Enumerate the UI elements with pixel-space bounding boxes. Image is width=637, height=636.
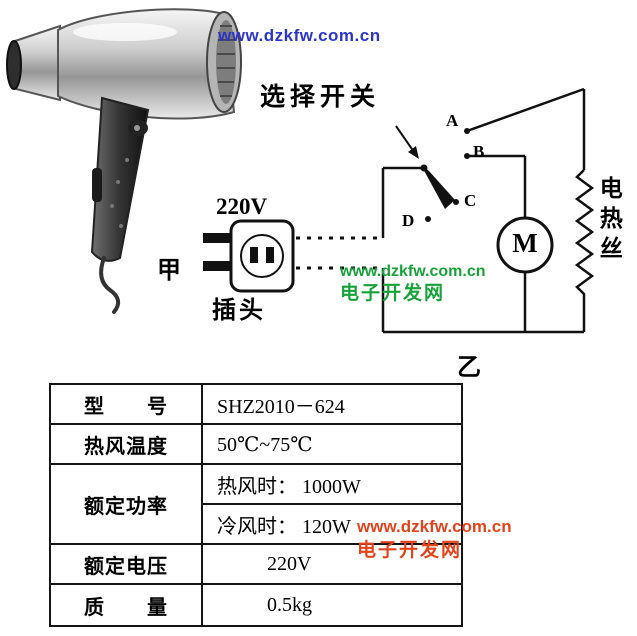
- spec-label-mass: 质 量: [49, 583, 203, 627]
- heating-wire-label: 电热丝: [596, 176, 622, 266]
- contact-label-a: A: [446, 111, 459, 130]
- switch-pivot: [420, 164, 428, 172]
- selector-arrow: [395, 125, 419, 159]
- spec-table: 型 号 SHZ2010－624 热风温度 50℃~75℃ 额定功率 热风时： 1…: [49, 383, 463, 627]
- contact-b-dot: [464, 153, 470, 159]
- table-row-voltage: 额定电压 220V: [49, 543, 463, 585]
- table-row-power-hot: 额定功率 热风时： 1000W: [49, 463, 463, 545]
- selector-switch-label: 选择开关: [260, 84, 381, 111]
- motor-label: M: [512, 228, 538, 258]
- motor-symbol: [496, 216, 554, 274]
- dryer-switch-slider: [92, 168, 102, 202]
- spec-label-power: 额定功率: [49, 463, 203, 545]
- circuit-wires: [381, 87, 595, 334]
- rear-grille: [216, 20, 236, 104]
- table-row-temperature: 热风温度 50℃~75℃: [49, 423, 463, 465]
- contact-d-dot: [425, 216, 431, 222]
- spec-label-model: 型 号: [49, 383, 203, 425]
- spec-value-mass: 0.5kg: [201, 583, 463, 627]
- table-row-model: 型 号 SHZ2010－624: [49, 383, 463, 425]
- contact-label-b: B: [473, 142, 485, 161]
- table-row-power-cold: 冷风时： 120W: [50, 503, 463, 545]
- plug-symbol: [203, 219, 295, 293]
- table-row-mass: 质 量 0.5kg: [49, 583, 463, 627]
- dryer-cord: [99, 256, 121, 314]
- dryer-handle: [90, 96, 150, 262]
- plug-pin-top: [203, 233, 233, 243]
- diagram-artwork: [6, 8, 595, 334]
- spec-value-model: SHZ2010－624: [201, 383, 463, 425]
- nozzle-opening: [6, 40, 22, 90]
- contact-c-dot: [453, 199, 459, 205]
- contact-a-dot: [464, 128, 470, 134]
- figure-b-label: 乙: [457, 355, 481, 381]
- contact-label-c: C: [464, 191, 477, 210]
- dashed-connection-lines: [296, 236, 383, 270]
- spec-value-power-cold: 冷风时： 120W: [201, 503, 463, 545]
- contact-label-d: D: [402, 211, 415, 230]
- plug-pin-bottom: [203, 261, 233, 271]
- plug-label: 插头: [212, 298, 266, 324]
- figure-a-label: 甲: [157, 258, 181, 284]
- heating-element-symbol: [574, 169, 595, 332]
- spec-value-temperature: 50℃~75℃: [201, 423, 463, 465]
- selector-switch-symbol: [420, 128, 470, 222]
- spec-label-temperature: 热风温度: [49, 423, 203, 465]
- spec-label-voltage: 额定电压: [49, 543, 203, 585]
- switch-wiper: [421, 165, 455, 209]
- voltage-label: 220V: [216, 194, 268, 219]
- hair-dryer-illustration: [6, 8, 242, 314]
- spec-value-power-hot: 热风时： 1000W: [201, 463, 463, 505]
- spec-value-voltage: 220V: [201, 543, 463, 585]
